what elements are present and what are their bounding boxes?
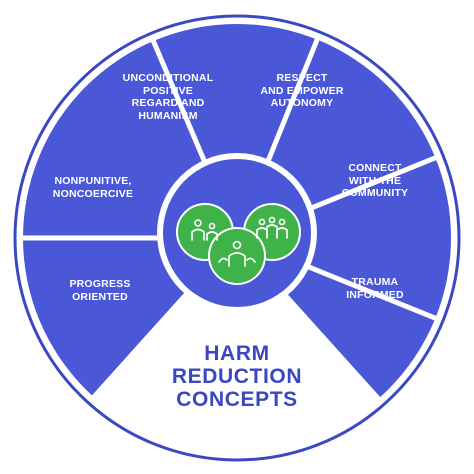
title-area <box>93 238 381 453</box>
segment-label-nonpunitive: NONPUNITIVE, NONCOERCIVE <box>52 175 134 200</box>
segment-label-trauma: TRAUMA INFORMED <box>346 276 404 301</box>
segment-label-respect: RESPECT AND EMPOWER AUTONOMY <box>260 72 344 109</box>
outer-ring <box>13 14 461 462</box>
segment-label-progress: PROGRESS ORIENTED <box>69 278 131 303</box>
diagram-title: HARM REDUCTION CONCEPTS <box>171 342 303 411</box>
people-group-icon <box>176 203 301 285</box>
segment-label-unconditional: UNCONDITIONAL POSITIVE REGARD AND HUMANI… <box>122 72 214 122</box>
segment-label-connect: CONNECT WITH THE COMMUNITY <box>341 162 409 199</box>
